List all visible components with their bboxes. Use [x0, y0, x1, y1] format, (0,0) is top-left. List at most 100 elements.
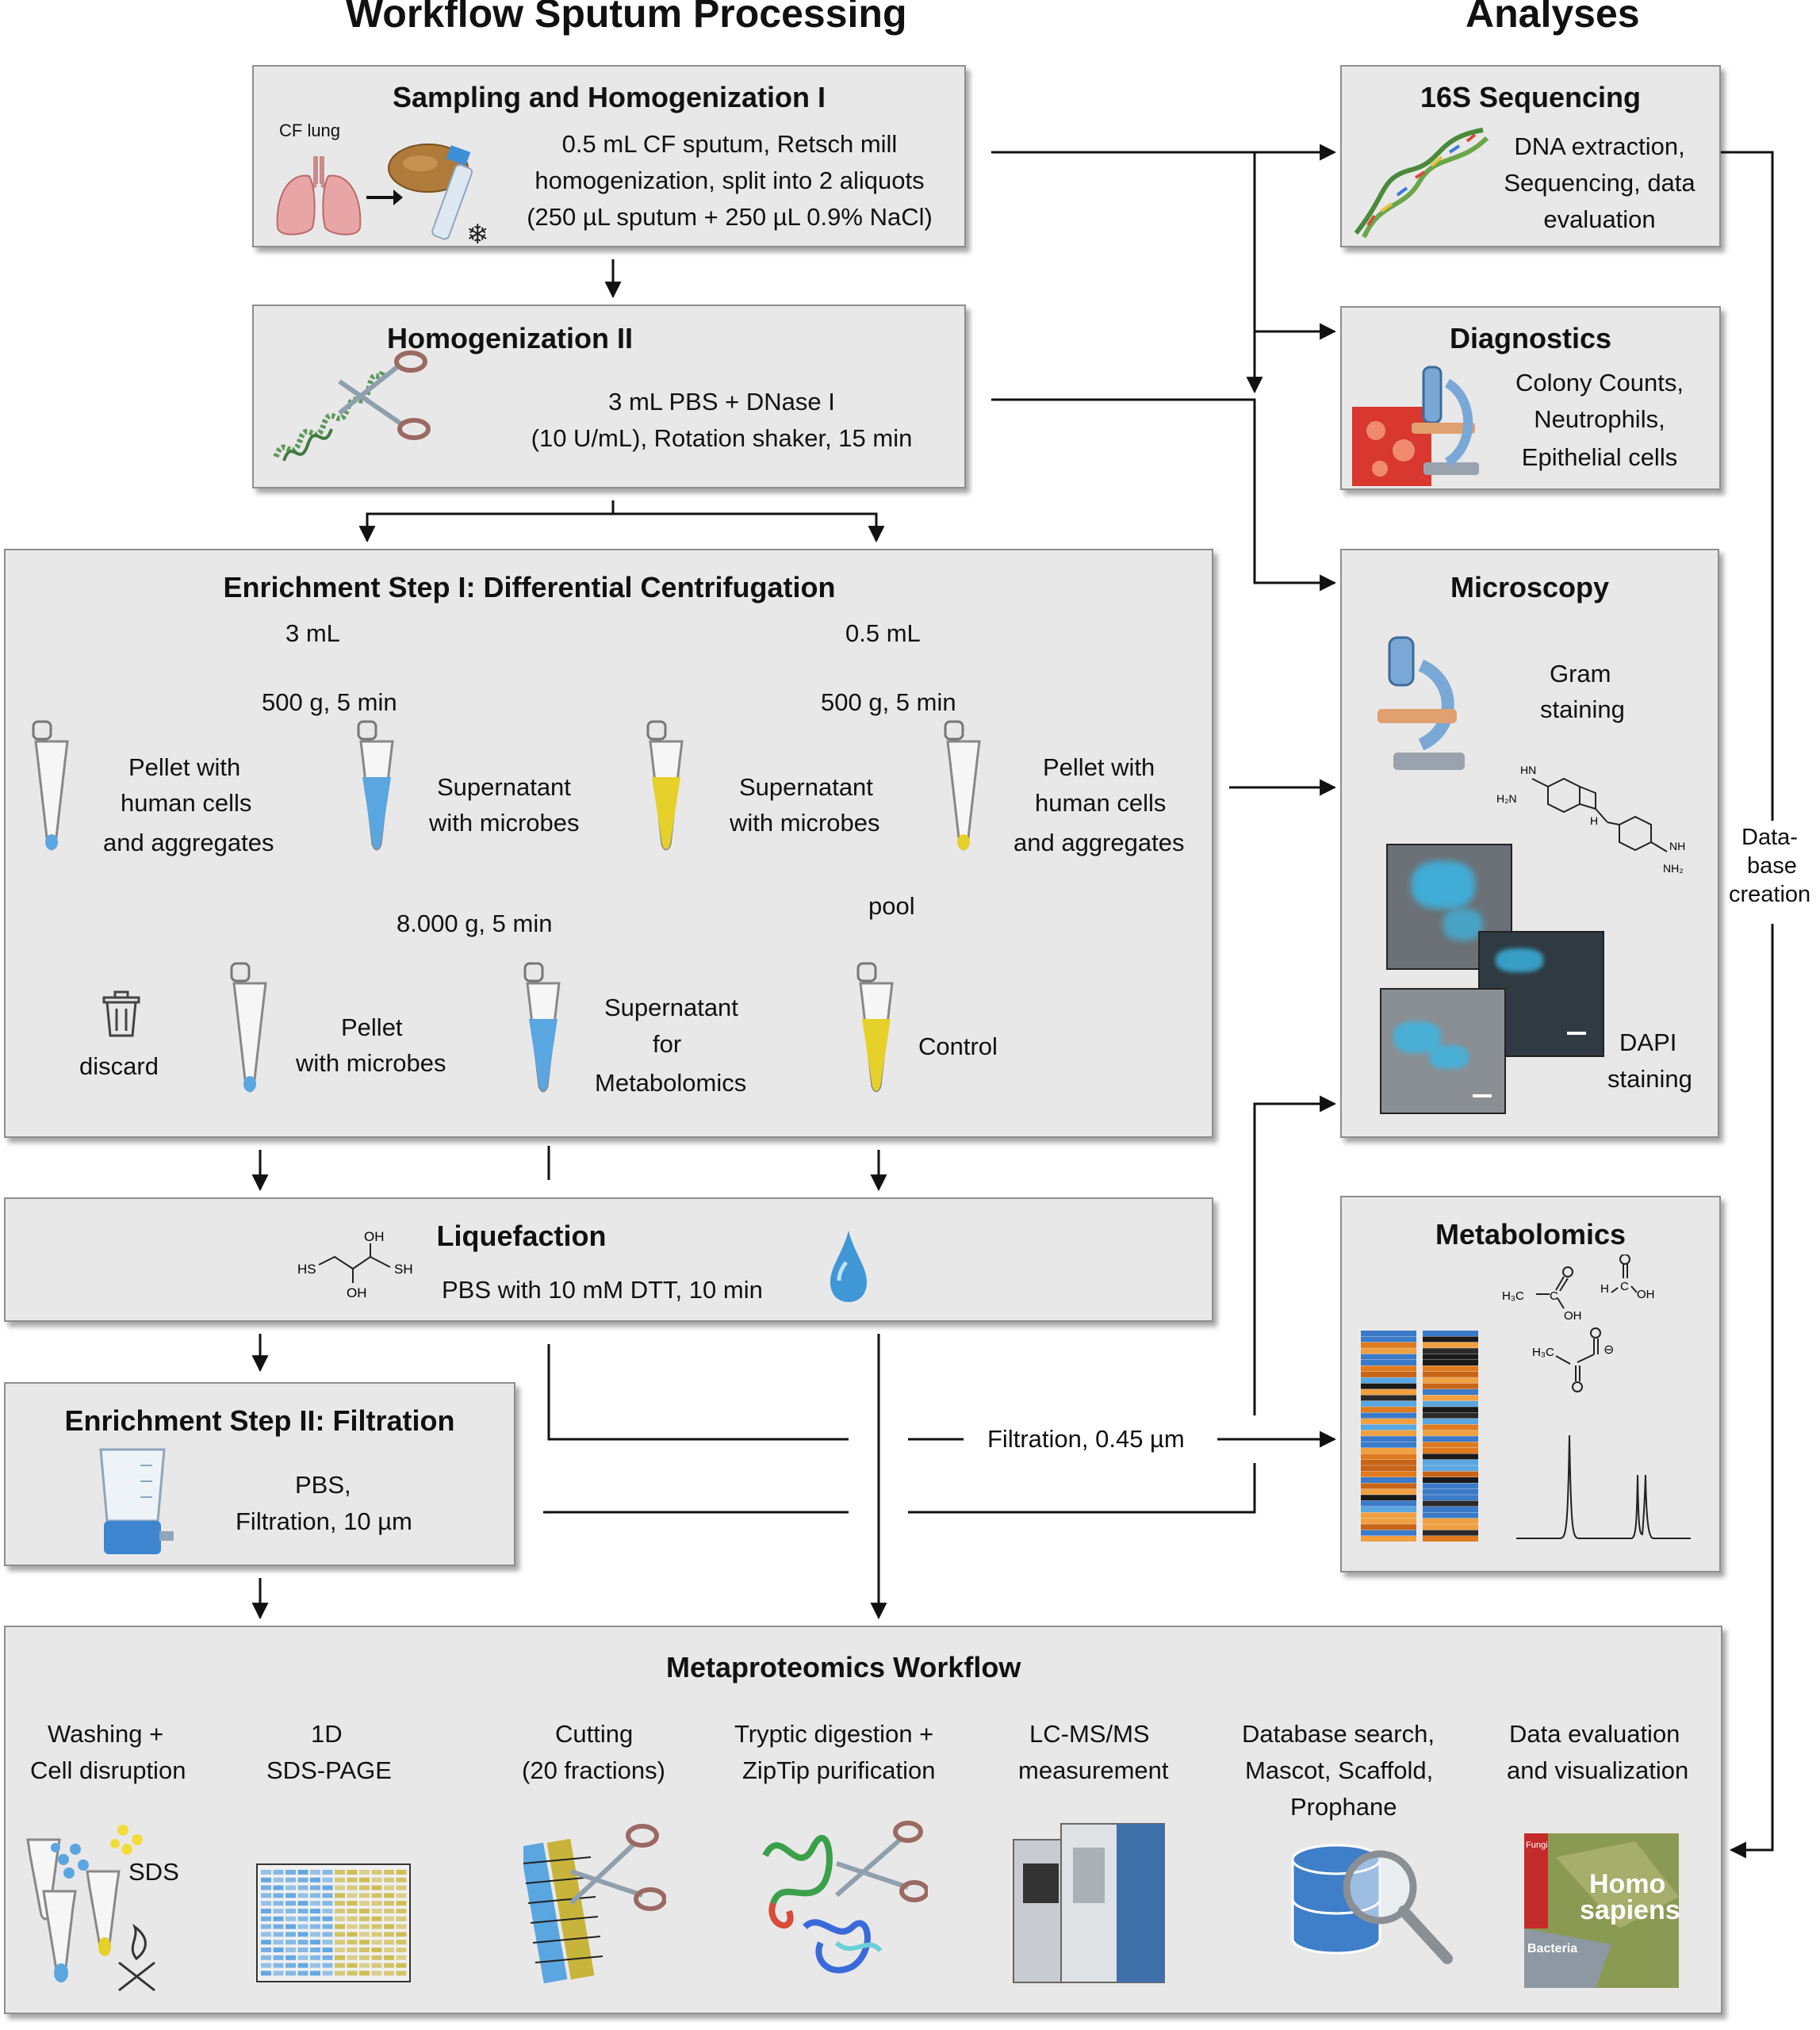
gel-band [384, 1885, 394, 1890]
gel-band [297, 1877, 308, 1883]
gel-band [384, 1924, 394, 1929]
gel-band [371, 1893, 382, 1898]
gel-lanes [261, 1870, 407, 1976]
gel-band [297, 1955, 308, 1960]
gel-band [347, 1870, 358, 1875]
gel-band [261, 1870, 271, 1875]
gel-band [371, 1924, 382, 1929]
metabolomics-box: Metabolomics H₃C C OH H C OH H₃C ⊖ [1340, 1196, 1721, 1572]
dapi-line-1: DAPI [1619, 1028, 1677, 1056]
heatmap-cell [1361, 1360, 1416, 1365]
tube-pellet-human-a [32, 720, 69, 851]
heatmap-cell [1423, 1336, 1478, 1342]
enrich1-box: Enrichment Step I: Differential Centrifu… [4, 549, 1213, 1138]
heatmap-cell [1423, 1424, 1478, 1431]
database-line-1: Data- [1741, 825, 1798, 850]
heatmap-cell [1423, 1448, 1478, 1454]
gel-band [297, 1916, 308, 1921]
gel-band [273, 1870, 284, 1875]
viz-homo: Homo [1589, 1869, 1665, 1899]
gel-band [273, 1971, 284, 1976]
gram-line-1: Gram [1550, 660, 1611, 688]
gel-band [322, 1870, 333, 1875]
sampling-box: Sampling and Homogenization I CF lung ❄ … [252, 65, 966, 247]
heatmap-cell [1361, 1495, 1416, 1501]
gel-band [384, 1870, 394, 1875]
heatmap-cell [1423, 1518, 1478, 1524]
arrow-icon [366, 190, 403, 205]
database-search-icon [1291, 1844, 1453, 1964]
heatmap-cell [1361, 1395, 1416, 1401]
nmr-spectrum-icon [1516, 1434, 1691, 1539]
gel-band [261, 1932, 271, 1937]
gel-band [297, 1963, 308, 1968]
heatmap-cell [1361, 1436, 1416, 1442]
gel-band [285, 1893, 296, 1898]
gel-band [285, 1963, 296, 1968]
dtt-oh-bottom: OH [347, 1285, 367, 1300]
viz-fungi: Fungi [1526, 1840, 1548, 1850]
dapi-image-3 [1380, 988, 1506, 1114]
gel-band [297, 1885, 308, 1890]
heatmap-cell [1361, 1400, 1416, 1407]
gel-band [396, 1870, 407, 1875]
heatmap-cell [1361, 1454, 1416, 1460]
right-volume: 0.5 mL [845, 619, 921, 647]
gel-band [273, 1916, 284, 1921]
gel-band [322, 1963, 333, 1968]
gel-band [273, 1963, 284, 1968]
gel-band [273, 1932, 284, 1937]
gel-band [335, 1901, 345, 1906]
gel-band [310, 1901, 320, 1906]
heatmap-cell [1423, 1430, 1478, 1436]
met-c-a: C [1550, 1289, 1558, 1303]
gel-band [371, 1909, 382, 1913]
gel-band [335, 1971, 345, 1976]
heatmap-cell [1423, 1389, 1478, 1395]
gel-band [396, 1963, 407, 1968]
gel-band [297, 1909, 308, 1913]
spin-left: 500 g, 5 min [262, 688, 397, 716]
heatmap-cell [1361, 1459, 1416, 1465]
met-c-b: C [1620, 1280, 1629, 1293]
supernatant-a-line-2: with microbes [429, 809, 580, 837]
gel-band [396, 1932, 407, 1937]
gel-band [371, 1916, 382, 1921]
met-h3c-c: H₃C [1532, 1346, 1554, 1359]
gel-band [384, 1948, 394, 1952]
filtration-label: Filtration, 0.45 µm [987, 1425, 1185, 1453]
gel-band [273, 1877, 284, 1883]
heatmap-cell [1361, 1377, 1416, 1384]
gel-band [335, 1948, 345, 1952]
heatmap-cell [1361, 1477, 1416, 1483]
heatmap-cell [1423, 1442, 1478, 1448]
sampling-line-3: (250 µL sputum + 250 µL 0.9% NaCl) [527, 203, 933, 231]
heatmap-cell [1361, 1448, 1416, 1454]
gel-band [310, 1948, 320, 1952]
gel-band [310, 1870, 320, 1875]
gel-band [322, 1877, 333, 1883]
gel-band [396, 1924, 407, 1929]
met-h3c-a: H₃C [1502, 1289, 1524, 1303]
heatmap-cell [1361, 1488, 1416, 1495]
step2-line-1: 1D [311, 1720, 343, 1748]
dapi-hn-top: HN [1520, 764, 1536, 776]
liquefaction-line: PBS with 10 mM DTT, 10 min [442, 1276, 763, 1304]
sampling-line-1: 0.5 mL CF sputum, Retsch mill [561, 130, 898, 158]
gel-band [297, 1870, 308, 1875]
gel-band [384, 1955, 394, 1960]
gel-band [335, 1940, 345, 1945]
gel-band [359, 1940, 370, 1945]
step4-line-1: Tryptic digestion + [734, 1720, 934, 1748]
gel-band [396, 1948, 407, 1952]
pellet-human-a-line-2: human cells [121, 789, 252, 817]
gel-band [347, 1948, 358, 1952]
seq16s-line-1: DNA extraction, [1514, 132, 1685, 160]
gel-band [297, 1948, 308, 1952]
gel-band [384, 1916, 394, 1921]
heatmap-cell [1423, 1412, 1478, 1419]
gel-band [273, 1924, 284, 1929]
heatmap-cell [1423, 1342, 1478, 1348]
step3-line-2: (20 fractions) [522, 1756, 665, 1784]
viz-sapiens: sapiens [1580, 1895, 1679, 1925]
